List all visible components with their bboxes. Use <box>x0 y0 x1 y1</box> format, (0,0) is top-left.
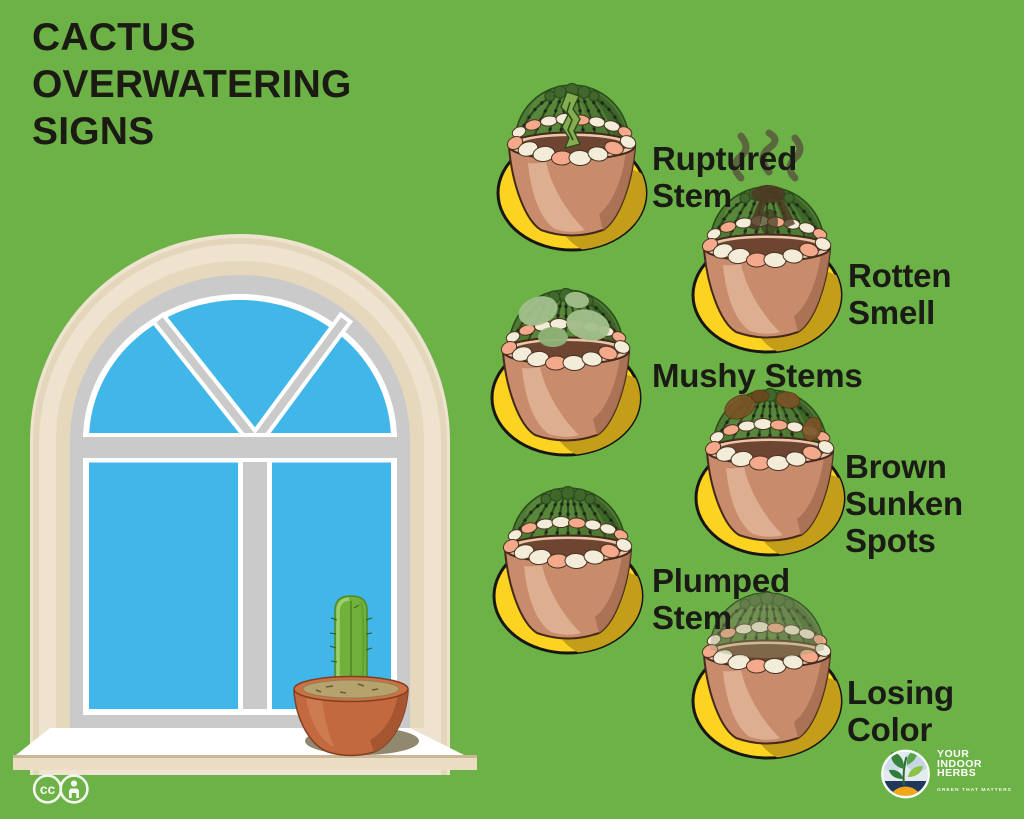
potted-cactus-brown-spots <box>684 367 856 557</box>
sign-label-brown-sunken-spots: Brown Sunken Spots <box>845 448 963 559</box>
brand-name: YOUR INDOOR HERBS <box>937 748 982 780</box>
cc-icon: cc <box>32 774 63 804</box>
attribution-person-icon <box>59 774 89 804</box>
cc-glyph: cc <box>40 781 56 797</box>
brand-name-line2: INDOOR <box>937 757 982 770</box>
sign-label-plumped-stem: Plumped Stem <box>652 562 790 636</box>
brand-name-line1: YOUR <box>937 748 970 760</box>
sign-label-losing-color: Losing Color <box>847 674 954 748</box>
potted-cactus-mushy <box>480 267 652 457</box>
cactus-figure-brown-sunken-spots <box>684 367 856 557</box>
cactus-figure-plumped-stem <box>482 465 654 655</box>
sign-label-mushy-stems: Mushy Stems <box>652 357 863 394</box>
brand-tagline: GREEN THAT MATTERS <box>937 788 1012 793</box>
sign-label-rotten-smell: Rotten Smell <box>848 257 952 331</box>
small-pot <box>293 675 409 757</box>
potted-cactus-ruptured <box>486 62 658 252</box>
cactus-figure-mushy-stems <box>480 267 652 457</box>
wall-edge-shading <box>33 238 447 775</box>
cc-license-badge: cc <box>32 774 89 804</box>
potted-cactus-plumped <box>482 465 654 655</box>
brand-name-line3: HERBS <box>937 767 977 780</box>
small-cactus-icon <box>329 595 373 684</box>
leaf-sun-emblem-icon <box>881 749 930 799</box>
page-title: CACTUS OVERWATERING SIGNS <box>32 16 352 153</box>
window-illustration <box>13 234 477 775</box>
cactus-figure-ruptured-stem <box>486 62 658 252</box>
sign-label-ruptured-stem: Ruptured Stem <box>652 140 798 214</box>
